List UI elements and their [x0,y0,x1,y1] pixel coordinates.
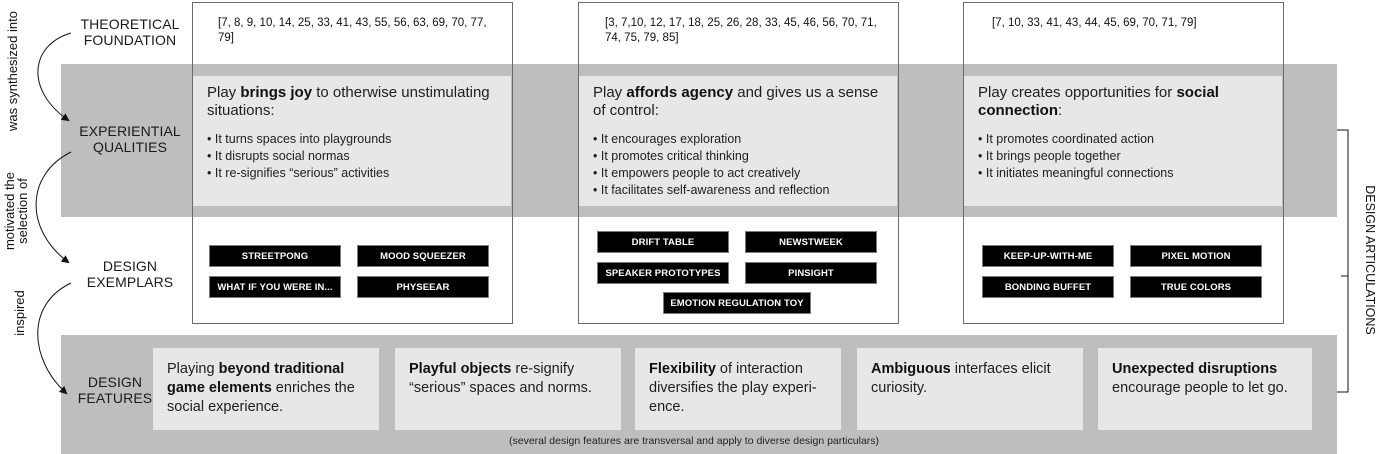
exemplar-what-if-you-were-in: WHAT IF YOU WERE IN... [209,276,341,298]
features-note: (several design features are transversal… [509,435,880,447]
column-social [963,2,1284,324]
feature-flexibility: Flexibility of interaction diversifies t… [635,348,841,430]
feature-playful-objects: Playful objects re-signify “serious” spa… [395,348,621,430]
quality-panel-joy: Play brings joy to otherwise unstimulati… [193,76,511,206]
exemplar-physeear: PHYSEEAR [357,276,489,298]
feature-beyond-game-elements: Playing beyond traditional game elements… [153,348,379,430]
exemplar-bonding-buffet: BONDING BUFFET [982,276,1114,298]
design-articulations-bracket-icon [1337,129,1349,393]
arrow-motivated-icon [35,151,72,264]
bullet: It brings people together [978,148,1268,165]
feature-ambiguous: Ambiguous interfaces elicit curiosity. [857,348,1083,430]
bullet: It empowers people to act creatively [593,165,883,182]
quality-panel-social: Play creates opportunities for social co… [964,76,1282,206]
label-design-articulations: DESIGN ARTICULATIONS [1363,185,1377,335]
quality-bullets: It turns spaces into playgrounds It disr… [207,131,497,182]
references-social: [7, 10, 33, 41, 43, 44, 45, 69, 70, 71, … [992,17,1197,29]
arrow-synthesized-icon [37,32,72,122]
quality-bullets: It promotes coordinated action It brings… [978,131,1268,182]
references-agency: [3, 7,10, 12, 17, 18, 25, 26, 28, 33, 45… [605,17,877,44]
column-agency [578,2,899,324]
quality-heading: Play affords agency and gives us a sense… [593,84,879,119]
exemplar-emotion-regulation-toy: EMOTION REGULATION TOY [663,292,811,314]
label-was-synthesized-into: was synthesized into [5,11,20,131]
quality-heading: Play creates opportunities for social co… [978,84,1219,119]
exemplar-streetpong: STREETPONG [209,245,341,267]
quality-bullets: It encourages exploration It promotes cr… [593,131,883,199]
exemplar-newstweek: NEWSTWEEK [745,231,877,253]
label-motivated-selection: motivated the selection of [2,171,30,251]
bullet: It facilitates self-awareness and reflec… [593,182,883,199]
label-inspired: inspired [12,290,27,336]
bullet: It disrupts social normas [207,148,497,165]
bullet: It promotes critical thinking [593,148,883,165]
references-joy: [7, 8, 9, 10, 14, 25, 33, 41, 43, 55, 56… [218,17,487,44]
arrow-inspired-icon [37,282,72,395]
exemplar-pinsight: PINSIGHT [745,262,877,284]
bullet: It initiates meaningful connections [978,165,1268,182]
quality-panel-agency: Play affords agency and gives us a sense… [579,76,897,206]
bullet: It re-signifies “serious” activities [207,165,497,182]
exemplar-speaker-prototypes: SPEAKER PROTOTYPES [597,262,729,284]
exemplar-mood-squeezer: MOOD SQUEEZER [357,245,489,267]
exemplar-keep-up-with-me: KEEP-UP-WITH-ME [982,245,1114,267]
bullet: It encourages exploration [593,131,883,148]
feature-unexpected-disruptions: Unexpected disruptions encourage people … [1098,348,1312,430]
column-joy [192,2,513,324]
exemplar-true-colors: TRUE COLORS [1130,276,1262,298]
bullet: It turns spaces into playgrounds [207,131,497,148]
exemplar-pixel-motion: PIXEL MOTION [1130,245,1262,267]
exemplar-drift-table: DRIFT TABLE [597,231,729,253]
bullet: It promotes coordinated action [978,131,1268,148]
quality-heading: Play brings joy to otherwise unstimulati… [207,84,490,119]
